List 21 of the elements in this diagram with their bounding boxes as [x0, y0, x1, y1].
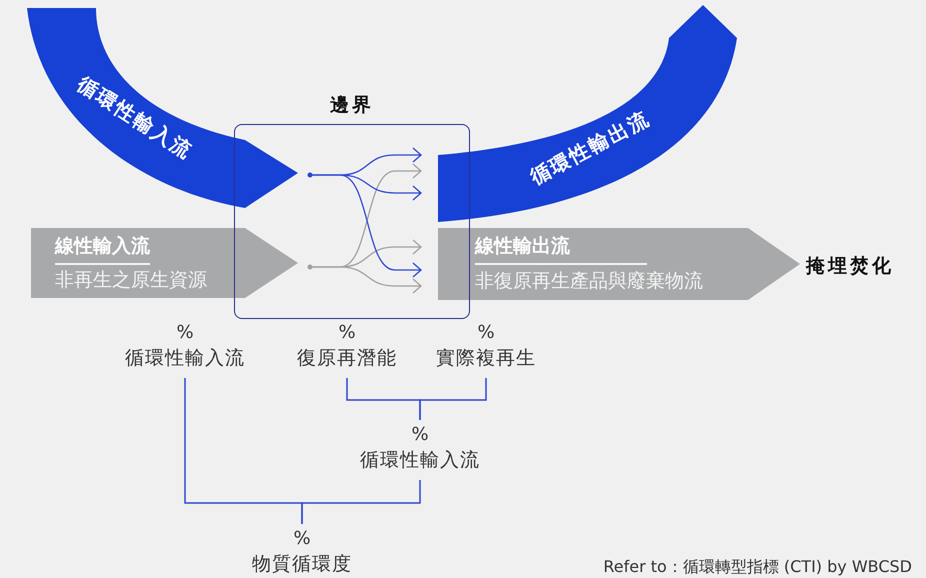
band-label: 循環性輸出流: [525, 105, 655, 191]
percent-label: %: [293, 528, 311, 550]
band-label: 循環性輸入流: [72, 70, 198, 166]
metric-label: 實際複再生: [436, 346, 536, 371]
connector-line: [301, 480, 421, 524]
metric-label: 復原再潛能: [297, 346, 397, 371]
percent-label: %: [338, 322, 356, 344]
connector-line: [419, 378, 487, 420]
percent-label: %: [411, 424, 429, 446]
percent-label: %: [176, 322, 194, 344]
endpoint-label: 掩埋焚化: [806, 253, 894, 279]
flow-description: 非再生之原生資源: [55, 268, 207, 292]
metric-label: 物質循環度: [252, 552, 352, 577]
flow-title: 線性輸入流: [55, 234, 150, 258]
source-caption: Refer to：循環轉型指標 (CTI) by WBCSD: [603, 556, 912, 578]
flow-title: 線性輸出流: [475, 234, 570, 258]
flow-description: 非復原再生產品與廢棄物流: [475, 269, 703, 293]
boundary-title: 邊界: [329, 93, 375, 118]
metric-label: 循環性輸入流: [125, 346, 245, 371]
metric-label: 循環性輸入流: [360, 448, 480, 473]
percent-label: %: [477, 322, 495, 344]
